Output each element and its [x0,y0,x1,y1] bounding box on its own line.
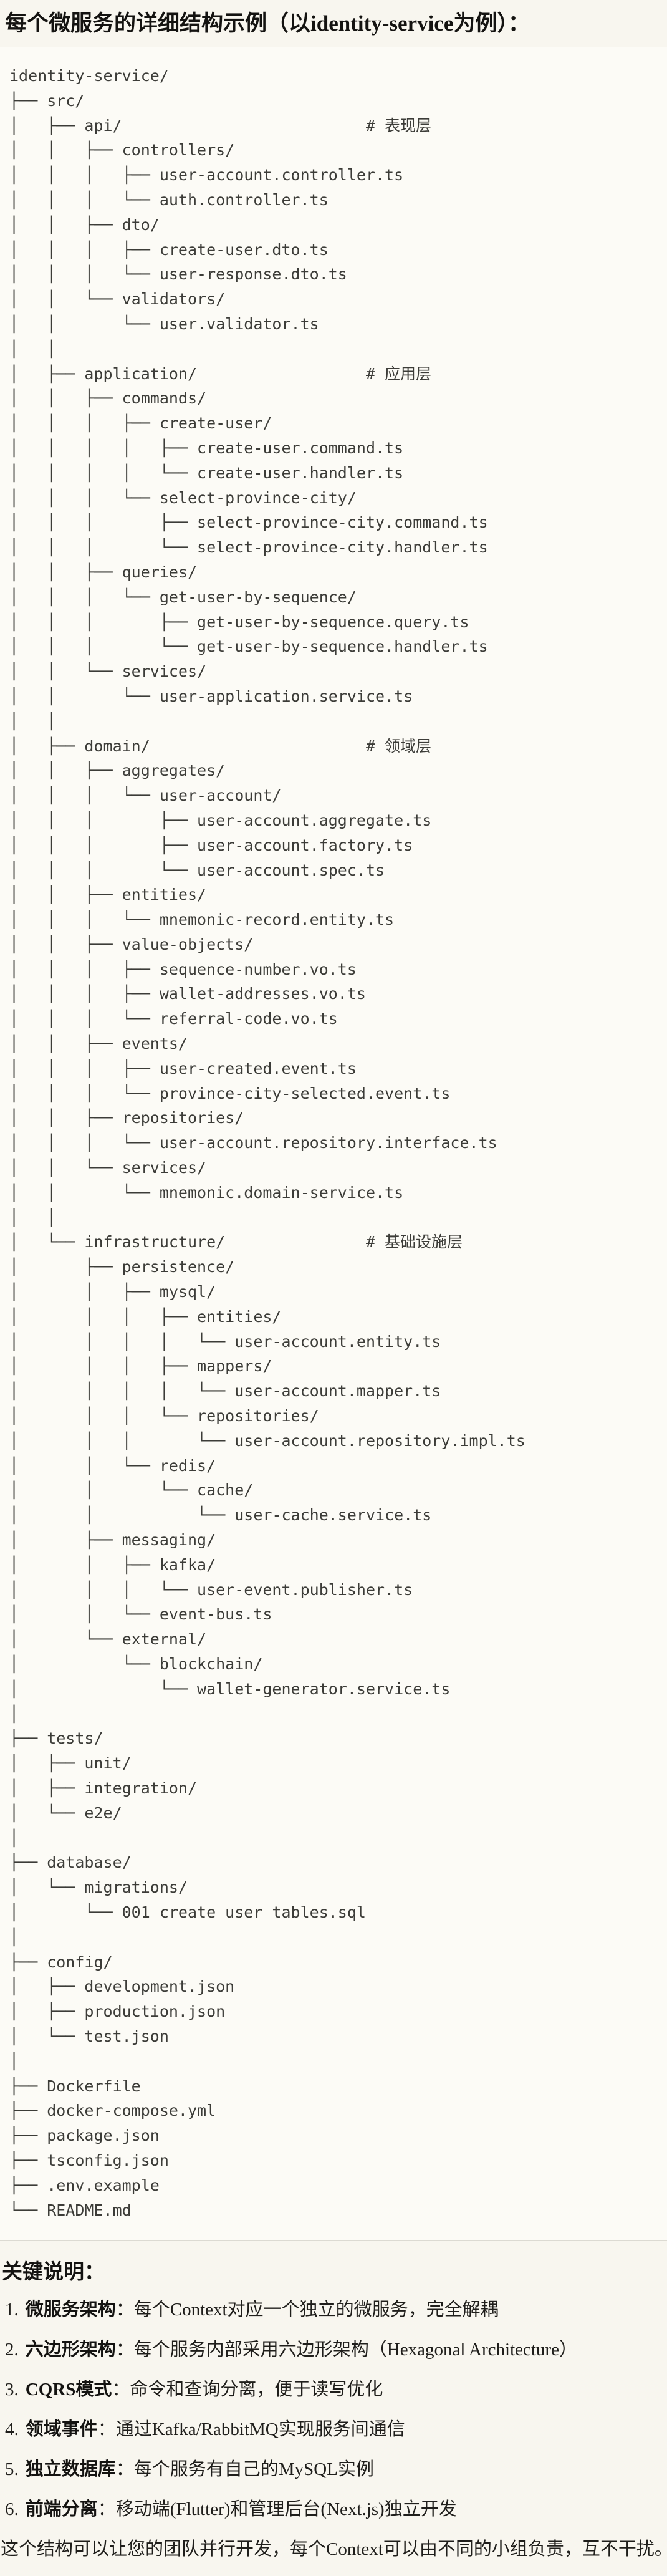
list-item: 4. 领域事件：通过Kafka/RabbitMQ实现服务间通信 [5,2417,667,2442]
list-item-description: 移动端(Flutter)和管理后台(Next.js)独立开发 [115,2499,457,2520]
list-item-number: 3. [5,2380,19,2400]
list-item-description: 每个服务有自己的MySQL实例 [133,2459,374,2480]
list-item: 1. 微服务架构：每个Context对应一个独立的微服务，完全解耦 [5,2297,667,2322]
list-item-separator: ： [115,2300,134,2320]
list-item-separator: ： [115,2340,134,2360]
list-item: 2. 六边形架构：每个服务内部采用六边形架构（Hexagonal Architec… [5,2337,667,2362]
list-item-separator: ： [115,2459,134,2480]
list-item-number: 1. [5,2300,19,2320]
list-item-separator: ： [97,2419,116,2440]
list-item-label: 六边形架构 [25,2340,116,2360]
list-item-label: CQRS模式 [25,2380,112,2400]
key-notes-list: 1.微服务架构：每个Context对应一个独立的微服务，完全解耦 2.六边形架构… [0,2297,667,2522]
list-item-description: 命令和查询分离，便于读写优化 [130,2380,383,2400]
list-item-separator: ： [97,2499,116,2520]
list-item: 3. CQRS模式：命令和查询分离，便于读写优化 [5,2377,667,2402]
directory-tree-code-block: identity-service/ ├── src/ │ ├── api/ # … [0,47,667,2241]
list-item-label: 领域事件 [25,2419,98,2440]
page-title: 每个微服务的详细结构示例（以identity-service为例）： [5,11,530,36]
list-item-number: 4. [5,2419,19,2440]
list-item-number: 2. [5,2340,19,2360]
document-page: 每个微服务的详细结构示例（以identity-service为例）： ident… [0,9,667,2562]
list-item-description: 通过Kafka/RabbitMQ实现服务间通信 [115,2419,405,2440]
list-item: 5. 独立数据库：每个服务有自己的MySQL实例 [5,2457,667,2482]
key-notes-heading: 关键说明： [2,2261,105,2284]
list-item-separator: ： [112,2380,130,2400]
list-item-label: 前端分离 [25,2499,98,2520]
closing-note: 这个结构可以让您的团队并行开发，每个Context可以由不同的小组负责，互不干扰… [1,2539,667,2560]
list-item-description: 每个Context对应一个独立的微服务，完全解耦 [133,2300,499,2320]
list-item-label: 独立数据库 [25,2459,116,2480]
list-item-number: 5. [5,2459,19,2480]
list-item-description: 每个服务内部采用六边形架构（Hexagonal Architecture） [133,2340,577,2360]
list-item-label: 微服务架构 [25,2300,116,2320]
list-item: 6. 前端分离：移动端(Flutter)和管理后台(Next.js)独立开发 [5,2497,667,2522]
list-item-number: 6. [5,2499,19,2520]
